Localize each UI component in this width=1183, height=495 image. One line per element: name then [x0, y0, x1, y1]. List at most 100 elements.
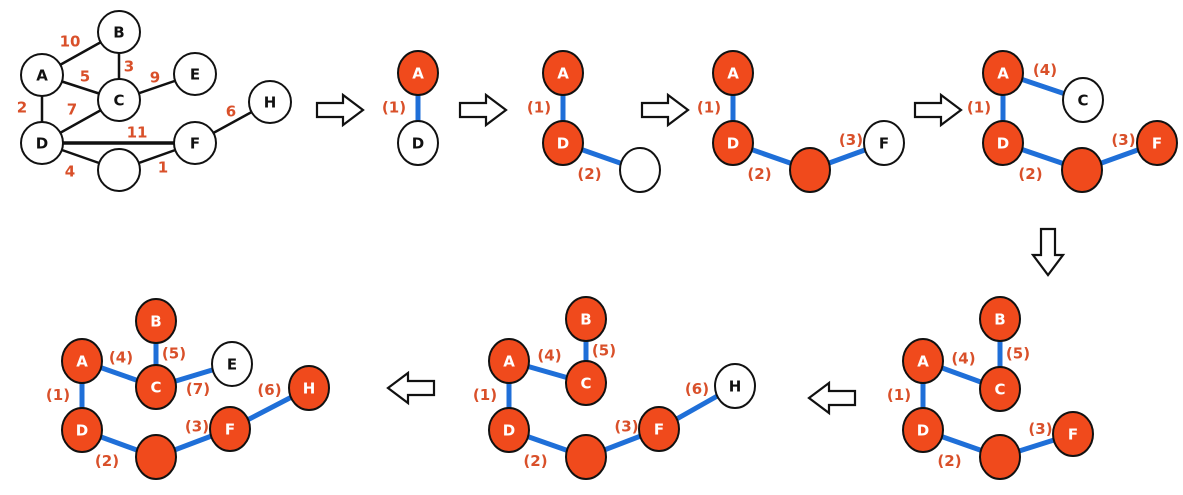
node-label: C: [1077, 92, 1088, 110]
edge-order-label: (1): [527, 99, 551, 117]
graph-node-A: A: [20, 53, 64, 97]
edge-order-label: (2): [95, 452, 119, 470]
edge-order-label: (3): [1028, 420, 1052, 438]
edge-order-label: (2): [523, 452, 547, 470]
edge-order-label: (6): [685, 380, 709, 398]
node-circle: [61, 407, 103, 453]
graph-node-C: C: [97, 78, 141, 122]
step-node-D: D: [542, 120, 584, 166]
step-node-H: H: [714, 363, 756, 409]
step-node-unlabeled: [789, 147, 831, 193]
node-label: A: [412, 65, 424, 83]
step-node-A: A: [982, 50, 1024, 96]
step-2: (1)(2)AD: [527, 50, 661, 193]
graph-node-B: B: [97, 10, 141, 54]
step-node-D: D: [902, 407, 944, 453]
step-node-A: A: [902, 338, 944, 384]
edge-order-label: (5): [162, 345, 186, 363]
node-circle: [135, 434, 177, 480]
step-node-C: C: [979, 366, 1021, 412]
node-circle: [97, 10, 141, 54]
node-circle: [565, 434, 607, 480]
node-circle: [1052, 411, 1094, 457]
node-circle: [902, 407, 944, 453]
node-circle: [565, 296, 607, 342]
step-node-F: F: [1136, 120, 1178, 166]
graph-node-unlabeled: [97, 148, 141, 192]
graph-node-H: H: [248, 80, 292, 124]
edge-order-label: (4): [109, 349, 133, 367]
edge-order-label: (3): [839, 131, 863, 149]
node-label: A: [36, 67, 48, 85]
node-label: D: [997, 135, 1009, 153]
node-circle: [1062, 77, 1104, 123]
arrow-left-icon: [386, 370, 436, 406]
node-circle: [488, 338, 530, 384]
node-circle: [288, 365, 330, 411]
node-circle: [248, 80, 292, 124]
edge-weight-label: 6: [226, 103, 236, 121]
node-label: H: [729, 378, 742, 396]
node-circle: [135, 298, 177, 344]
node-label: B: [113, 24, 124, 42]
node-circle: [211, 341, 253, 387]
node-circle: [97, 78, 141, 122]
node-circle: [397, 120, 439, 166]
node-circle: [982, 50, 1024, 96]
node-circle: [979, 434, 1021, 480]
step-node-A: A: [61, 338, 103, 384]
edge-order-label: (4): [951, 350, 975, 368]
edge-order-label: (2): [1018, 165, 1042, 183]
step-node-D: D: [488, 407, 530, 453]
node-label: A: [997, 65, 1009, 83]
edge-order-label: (5): [592, 342, 616, 360]
arrow-down-icon: [1030, 227, 1066, 277]
node-label: C: [994, 381, 1005, 399]
node-circle: [712, 50, 754, 96]
node-label: C: [150, 379, 161, 397]
node-circle: [979, 296, 1021, 342]
node-label: E: [227, 356, 237, 374]
step-node-H: H: [288, 365, 330, 411]
edge-order-label: (1): [887, 386, 911, 404]
step-node-B: B: [565, 296, 607, 342]
arrow-right-icon: [913, 92, 963, 128]
edge-order-label: (2): [747, 165, 771, 183]
node-label: A: [76, 353, 88, 371]
step-node-A: A: [712, 50, 754, 96]
node-label: B: [580, 311, 591, 329]
edge-order-label: (1): [382, 99, 406, 117]
graph-node-D: D: [20, 121, 64, 165]
node-circle: [565, 360, 607, 406]
node-circle: [397, 50, 439, 96]
node-label: A: [917, 353, 929, 371]
node-circle: [979, 366, 1021, 412]
node-circle: [97, 148, 141, 192]
node-circle: [1136, 120, 1178, 166]
step-node-C: C: [1062, 77, 1104, 123]
node-label: D: [412, 135, 424, 153]
node-circle: [173, 52, 217, 96]
step-node-F: F: [209, 406, 251, 452]
edge-weight-label: 9: [150, 69, 160, 87]
edge-order-label: (2): [937, 452, 961, 470]
step-node-A: A: [488, 338, 530, 384]
node-label: C: [113, 92, 124, 110]
edge-weight-label: 3: [124, 58, 134, 76]
node-label: F: [1068, 426, 1078, 444]
step-node-unlabeled: [565, 434, 607, 480]
node-circle: [135, 364, 177, 410]
step-node-F: F: [1052, 411, 1094, 457]
node-label: D: [727, 135, 739, 153]
edge-order-label: (6): [257, 381, 281, 399]
node-circle: [173, 121, 217, 165]
node-label: B: [994, 311, 1005, 329]
graph-node-E: E: [173, 52, 217, 96]
edge-order-label: (7): [186, 380, 210, 398]
step-node-A: A: [397, 50, 439, 96]
